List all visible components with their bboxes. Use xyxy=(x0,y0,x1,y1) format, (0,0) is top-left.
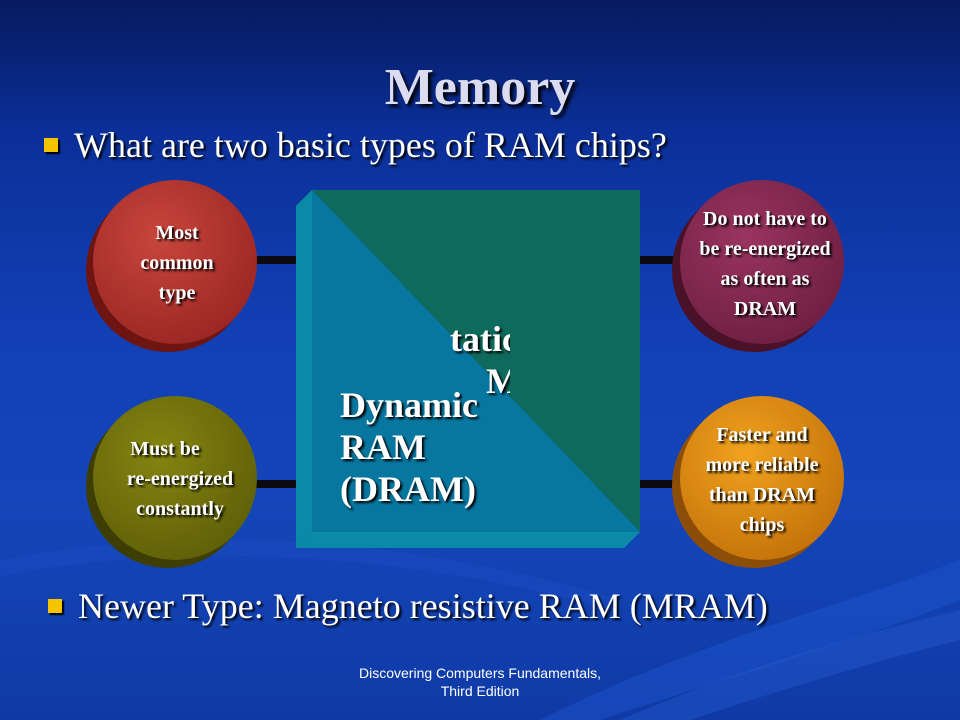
circle-must-be-reenergized xyxy=(86,396,257,568)
circle-text-must-be-reenergized: Must be re-energized constantly xyxy=(100,434,260,524)
circle-text-do-not-reenergize: Do not have to be re-energized as often … xyxy=(676,204,854,324)
circle-text-line: re-energized xyxy=(126,468,234,490)
circle-text-line: more reliable xyxy=(705,454,819,476)
circle-text-line: as often as xyxy=(720,268,810,290)
dynamic-ram-face xyxy=(312,190,640,532)
dynamic-ram-label-line: Dynamic xyxy=(340,385,478,425)
circle-text-line: DRAM xyxy=(733,298,797,320)
circle-text-line: Faster and xyxy=(716,424,808,446)
static-ram-label: tatic M xyxy=(450,318,510,402)
circle-text-line: type xyxy=(158,282,196,304)
static-ram-label-line: M xyxy=(486,361,510,401)
footer-line: Third Edition xyxy=(440,683,520,699)
connector-top-right xyxy=(636,256,696,264)
dynamic-ram-label-line: RAM xyxy=(340,427,426,467)
circle-text-line: Most xyxy=(155,222,199,244)
circle-text-line: chips xyxy=(739,514,785,536)
circle-text-faster-reliable: Faster and more reliable than DRAM chips xyxy=(684,420,840,540)
connector-bottom-left xyxy=(250,480,310,488)
circle-text-most-common: Most common type xyxy=(112,218,242,308)
circle-do-not-reenergize xyxy=(672,180,844,352)
circle-text-line: Do not have to xyxy=(703,208,827,230)
slide-title: Memory xyxy=(384,59,576,116)
circle-text-line: Must be xyxy=(130,438,200,460)
circle-most-common xyxy=(86,180,257,352)
bullet-square-icon xyxy=(48,599,62,613)
bullet-square-icon xyxy=(44,138,58,152)
bullet-text: Newer Type: Magneto resistive RAM (MRAM) xyxy=(78,586,768,626)
bullet-ram-types: What are two basic types of RAM chips? xyxy=(44,124,667,166)
static-ram-label-line: tatic xyxy=(450,319,510,359)
connector-bottom-right xyxy=(636,480,696,488)
dynamic-ram-label-line: (DRAM) xyxy=(340,469,476,509)
slide-footer: Discovering Computers Fundamentals, Thir… xyxy=(0,664,960,700)
center-box xyxy=(296,190,640,548)
circle-faster-reliable xyxy=(672,396,844,568)
circle-text-line: constantly xyxy=(136,498,224,520)
circle-text-line: common xyxy=(140,252,214,274)
connector-top-left xyxy=(250,256,310,264)
dynamic-ram-label: Dynamic RAM (DRAM) xyxy=(340,384,478,510)
footer-line: Discovering Computers Fundamentals, xyxy=(359,665,601,681)
circle-text-line: than DRAM xyxy=(708,484,816,506)
bullet-mram: Newer Type: Magneto resistive RAM (MRAM) xyxy=(48,585,768,627)
circle-text-line: be re-energized xyxy=(699,238,831,260)
bullet-text: What are two basic types of RAM chips? xyxy=(74,125,667,165)
